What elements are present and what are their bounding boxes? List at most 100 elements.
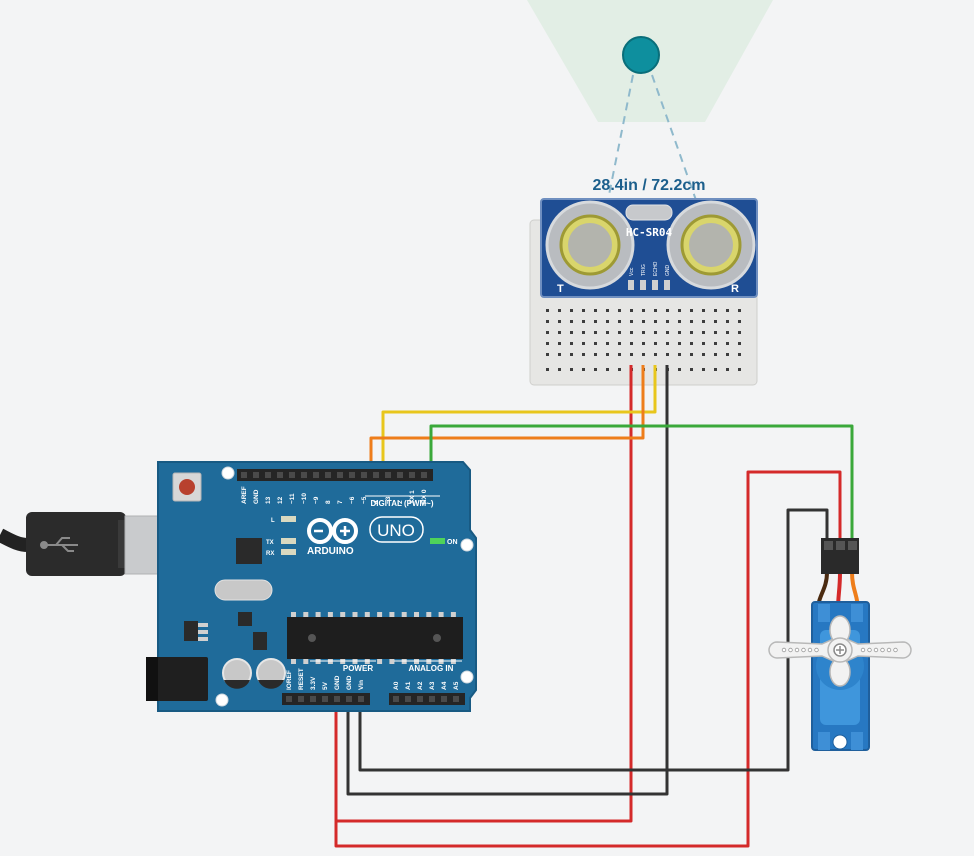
- breadboard-hole: [702, 331, 705, 334]
- sensor-pin-2[interactable]: [652, 280, 658, 290]
- breadboard-hole: [630, 353, 633, 356]
- breadboard-hole: [594, 331, 597, 334]
- breadboard-hole: [570, 342, 573, 345]
- pin-label: A4: [441, 681, 448, 690]
- pin-label: AREF: [241, 486, 248, 504]
- wire-sensor-trig-to-pin7[interactable]: [381, 365, 657, 474]
- header-pin[interactable]: [429, 696, 435, 702]
- breadboard-hole: [702, 342, 705, 345]
- breadboard-hole: [618, 342, 621, 345]
- pin-label: RESET: [298, 668, 305, 690]
- breadboard-hole: [714, 368, 717, 371]
- header-pin[interactable]: [265, 472, 271, 478]
- header-pin[interactable]: [405, 696, 411, 702]
- pin-label: RX 0: [421, 489, 428, 504]
- header-pin[interactable]: [393, 696, 399, 702]
- breadboard-hole: [654, 353, 657, 356]
- breadboard-hole: [666, 342, 669, 345]
- header-pin[interactable]: [322, 696, 328, 702]
- led-rx-label: RX: [266, 551, 274, 557]
- wires[interactable]: [334, 365, 854, 848]
- header-pin[interactable]: [298, 696, 304, 702]
- breadboard-hole: [726, 320, 729, 323]
- wire-servo-signal-to-pin2[interactable]: [429, 424, 854, 545]
- header-pin[interactable]: [253, 472, 259, 478]
- header-pin[interactable]: [417, 696, 423, 702]
- header-pin[interactable]: [361, 472, 367, 478]
- led-l-label: L: [271, 518, 275, 524]
- header-pin[interactable]: [385, 472, 391, 478]
- header-pin[interactable]: [313, 472, 319, 478]
- breadboard-hole: [618, 331, 621, 334]
- led-tx-label: TX: [266, 540, 274, 546]
- breadboard-hole: [714, 342, 717, 345]
- header-pin[interactable]: [421, 472, 427, 478]
- servo-horn[interactable]: [768, 615, 912, 687]
- wire-sensor-echo-to-pin6[interactable]: [369, 365, 645, 474]
- breadboard-hole: [642, 353, 645, 356]
- sensor-pin-3[interactable]: [664, 280, 670, 290]
- smd-chip: [238, 612, 252, 626]
- pin-label: 13: [265, 496, 272, 504]
- breadboard-hole: [618, 320, 621, 323]
- header-pin[interactable]: [334, 696, 340, 702]
- pin-label: A3: [429, 681, 436, 690]
- header-pin[interactable]: [358, 696, 364, 702]
- breadboard-hole: [714, 331, 717, 334]
- breadboard-hole: [690, 353, 693, 356]
- wire-servo-ground-to-gnd[interactable]: [358, 508, 829, 772]
- header-pin[interactable]: [397, 472, 403, 478]
- breadboard-hole: [678, 309, 681, 312]
- breadboard-hole: [690, 368, 693, 371]
- header-pin[interactable]: [241, 472, 247, 478]
- header-pin[interactable]: [286, 696, 292, 702]
- power-pin-header[interactable]: [282, 693, 370, 705]
- breadboard-hole: [654, 342, 657, 345]
- header-pin[interactable]: [301, 472, 307, 478]
- header-pin[interactable]: [346, 696, 352, 702]
- wire-sensor-gnd-to-gnd[interactable]: [346, 365, 669, 796]
- sensor-pin-1[interactable]: [640, 280, 646, 290]
- header-pin[interactable]: [277, 472, 283, 478]
- header-pin[interactable]: [373, 472, 379, 478]
- header-pin[interactable]: [441, 696, 447, 702]
- breadboard-hole: [630, 309, 633, 312]
- sensor-pins[interactable]: [628, 280, 670, 290]
- breadboard-hole: [726, 309, 729, 312]
- breadboard-hole: [630, 331, 633, 334]
- breadboard-hole: [642, 320, 645, 323]
- usb-interface-chip: [236, 538, 262, 564]
- pin-label: ~6: [349, 496, 356, 504]
- breadboard-hole: [594, 342, 597, 345]
- crystal-oscillator: [625, 204, 673, 221]
- breadboard-hole: [558, 320, 561, 323]
- sensor-pin-0[interactable]: [628, 280, 634, 290]
- arduino-infinity-logo-icon: [307, 518, 358, 544]
- wire-servo-power-to-5v[interactable]: [334, 470, 842, 848]
- mount-hole: [460, 538, 474, 552]
- header-pin[interactable]: [337, 472, 343, 478]
- header-pin[interactable]: [453, 696, 459, 702]
- header-pin[interactable]: [325, 472, 331, 478]
- power-jack[interactable]: [146, 657, 208, 701]
- header-pin[interactable]: [289, 472, 295, 478]
- header-pin[interactable]: [409, 472, 415, 478]
- distance-target[interactable]: [622, 36, 660, 74]
- header-pin[interactable]: [310, 696, 316, 702]
- ultrasonic-sensor[interactable]: HC-SR04 T R Vcc TRIG ECHO GND: [540, 198, 758, 298]
- pin-label: 7: [337, 500, 344, 504]
- arduino-uno-board[interactable]: L TX RX ON ARDUINO UNO DIGITAL (PWM~) PO…: [146, 461, 477, 712]
- digital-pin-header[interactable]: [237, 469, 433, 481]
- servo-screw-icon: [833, 643, 847, 657]
- breadboard-hole: [546, 331, 549, 334]
- breadboard-hole: [570, 353, 573, 356]
- pin-label-vcc: Vcc: [629, 267, 635, 276]
- header-pin[interactable]: [349, 472, 355, 478]
- servo-motor[interactable]: [768, 538, 912, 751]
- breadboard-hole: [546, 309, 549, 312]
- breadboard-hole: [738, 320, 741, 323]
- breadboard-hole: [654, 320, 657, 323]
- analog-pin-header[interactable]: [389, 693, 465, 705]
- breadboard-hole: [582, 309, 585, 312]
